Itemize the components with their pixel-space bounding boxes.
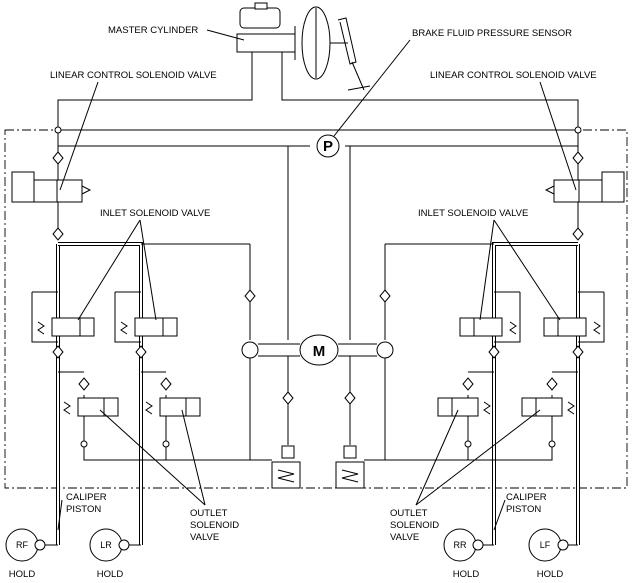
label-caliper-left-1: CALIPER [66, 492, 107, 503]
return-lines [83, 395, 553, 461]
outlet-valve-lf [521, 371, 578, 417]
wheel-rf-label: RF [16, 540, 28, 550]
outlet-valve-rr [437, 371, 494, 417]
label-linear-valve-left: LINEAR CONTROL SOLENOID VALVE [50, 70, 217, 81]
linear-valve-right [544, 171, 625, 203]
wheel-lr: LR HOLD [89, 528, 141, 580]
label-outlet-left-2: SOLENOID [190, 520, 239, 531]
wheel-lf: LF HOLD [528, 528, 578, 580]
pressure-sensor: P [316, 134, 340, 158]
motor-symbol: M [313, 343, 326, 360]
wheel-rr-mode: HOLD [453, 569, 480, 580]
outlet-valve-rf [58, 371, 119, 417]
outlet-valve-lr [141, 371, 201, 417]
inlet-valve-rf [31, 291, 95, 343]
label-outlet-right-1: OUTLET [390, 508, 428, 519]
reservoirs [271, 445, 365, 489]
supply-lines [57, 52, 579, 340]
wheel-lr-label: LR [100, 540, 112, 550]
label-inlet-right: INLET SOLENOID VALVE [418, 208, 528, 219]
wheel-lf-label: LF [540, 540, 551, 550]
label-outlet-left-1: OUTLET [190, 508, 228, 519]
leader-lines [57, 29, 577, 531]
wheel-lr-mode: HOLD [97, 569, 124, 580]
label-linear-valve-right: LINEAR CONTROL SOLENOID VALVE [430, 70, 597, 81]
label-master-cylinder: MASTER CYLINDER [108, 25, 198, 36]
label-pressure-sensor: BRAKE FLUID PRESSURE SENSOR [412, 28, 572, 39]
label-caliper-right-1: CALIPER [506, 492, 547, 503]
wheel-rf: RF HOLD [5, 528, 58, 580]
label-caliper-right-2: PISTON [506, 504, 541, 515]
linear-valve-left [11, 171, 92, 203]
wheel-lf-mode: HOLD [537, 569, 564, 580]
label-outlet-right-3: VALVE [390, 532, 419, 543]
callout-labels: MASTER CYLINDER BRAKE FLUID PRESSURE SEN… [50, 25, 597, 543]
high-pressure-pipes [56, 242, 580, 545]
label-outlet-left-3: VALVE [190, 532, 219, 543]
master-cylinder [236, 2, 371, 91]
label-outlet-right-2: SOLENOID [390, 520, 439, 531]
wheel-rr: RR HOLD [443, 528, 494, 580]
check-valves [52, 126, 584, 448]
pump-motor: M [141, 243, 494, 460]
wheel-rf-mode: HOLD [9, 569, 36, 580]
inlet-valve-rr [459, 291, 521, 343]
actuator-boundary [4, 129, 628, 489]
pressure-symbol: P [323, 138, 333, 155]
label-inlet-left: INLET SOLENOID VALVE [100, 208, 210, 219]
wheel-rr-label: RR [454, 540, 467, 550]
inlet-valve-lr [114, 291, 178, 343]
inlet-valve-lf [543, 291, 605, 343]
label-caliper-left-2: PISTON [66, 504, 101, 515]
